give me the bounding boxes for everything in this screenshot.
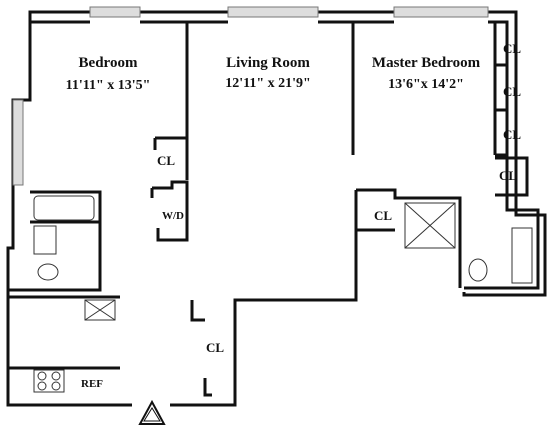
master-cl4-wall	[495, 156, 529, 197]
refrigerator-label: REF	[81, 378, 103, 390]
closet-label-entry: CL	[374, 208, 392, 223]
entry-triangle-inner	[143, 407, 161, 422]
bedroom-dims: 11'11" x 13'5"	[66, 78, 151, 93]
closet-label-master-2: CL	[503, 84, 521, 99]
closet-label-master-1: CL	[503, 41, 521, 56]
closet-label-master-4: CL	[499, 168, 517, 183]
window-bedroom-side	[12, 99, 24, 186]
kitchen-sink	[84, 299, 116, 321]
bedroom-name: Bedroom	[79, 55, 138, 71]
toilet	[37, 263, 59, 281]
left-wall	[6, 22, 132, 407]
living-room-dims: 12'11" x 21'9"	[225, 76, 311, 91]
burner-3	[37, 381, 47, 391]
master-toilet	[468, 258, 488, 282]
closet-label-hall: CL	[206, 340, 224, 355]
walls	[6, 10, 547, 407]
burner-4	[51, 381, 61, 391]
master-bedroom-dims: 13'6"x 14'2"	[388, 77, 464, 92]
window-bedroom	[89, 6, 141, 18]
master-bath-wall	[356, 188, 462, 288]
windows	[12, 6, 489, 186]
master-top-inner	[464, 20, 540, 290]
top-wall	[28, 10, 90, 22]
hall-closet-wall-2	[203, 378, 212, 397]
master-vanity	[511, 227, 533, 284]
entry-triangle-icon	[138, 399, 166, 425]
shower	[404, 202, 456, 249]
master-bedroom-name: Master Bedroom	[372, 55, 481, 71]
closet-label-bedroom: CL	[157, 153, 175, 168]
living-room-name: Living Room	[226, 55, 310, 71]
shower-x2	[404, 202, 456, 249]
bathtub	[33, 195, 95, 221]
fixtures	[33, 195, 533, 393]
top-wall-right	[462, 10, 547, 297]
hall-closet-wall	[190, 300, 205, 322]
closet-label-master-3: CL	[503, 127, 521, 142]
window-living	[227, 6, 319, 18]
bottom-wall-right	[170, 190, 358, 407]
stove	[33, 369, 65, 393]
washer-dryer-label: W/D	[162, 210, 184, 222]
wd-wall	[152, 180, 189, 242]
sink	[33, 225, 57, 255]
burner-2	[51, 371, 61, 381]
bath-wall	[30, 190, 102, 292]
entry-closet-wall	[354, 190, 395, 232]
kitchen-sink-x2	[84, 299, 116, 321]
burner-1	[37, 371, 47, 381]
window-master	[393, 6, 489, 18]
